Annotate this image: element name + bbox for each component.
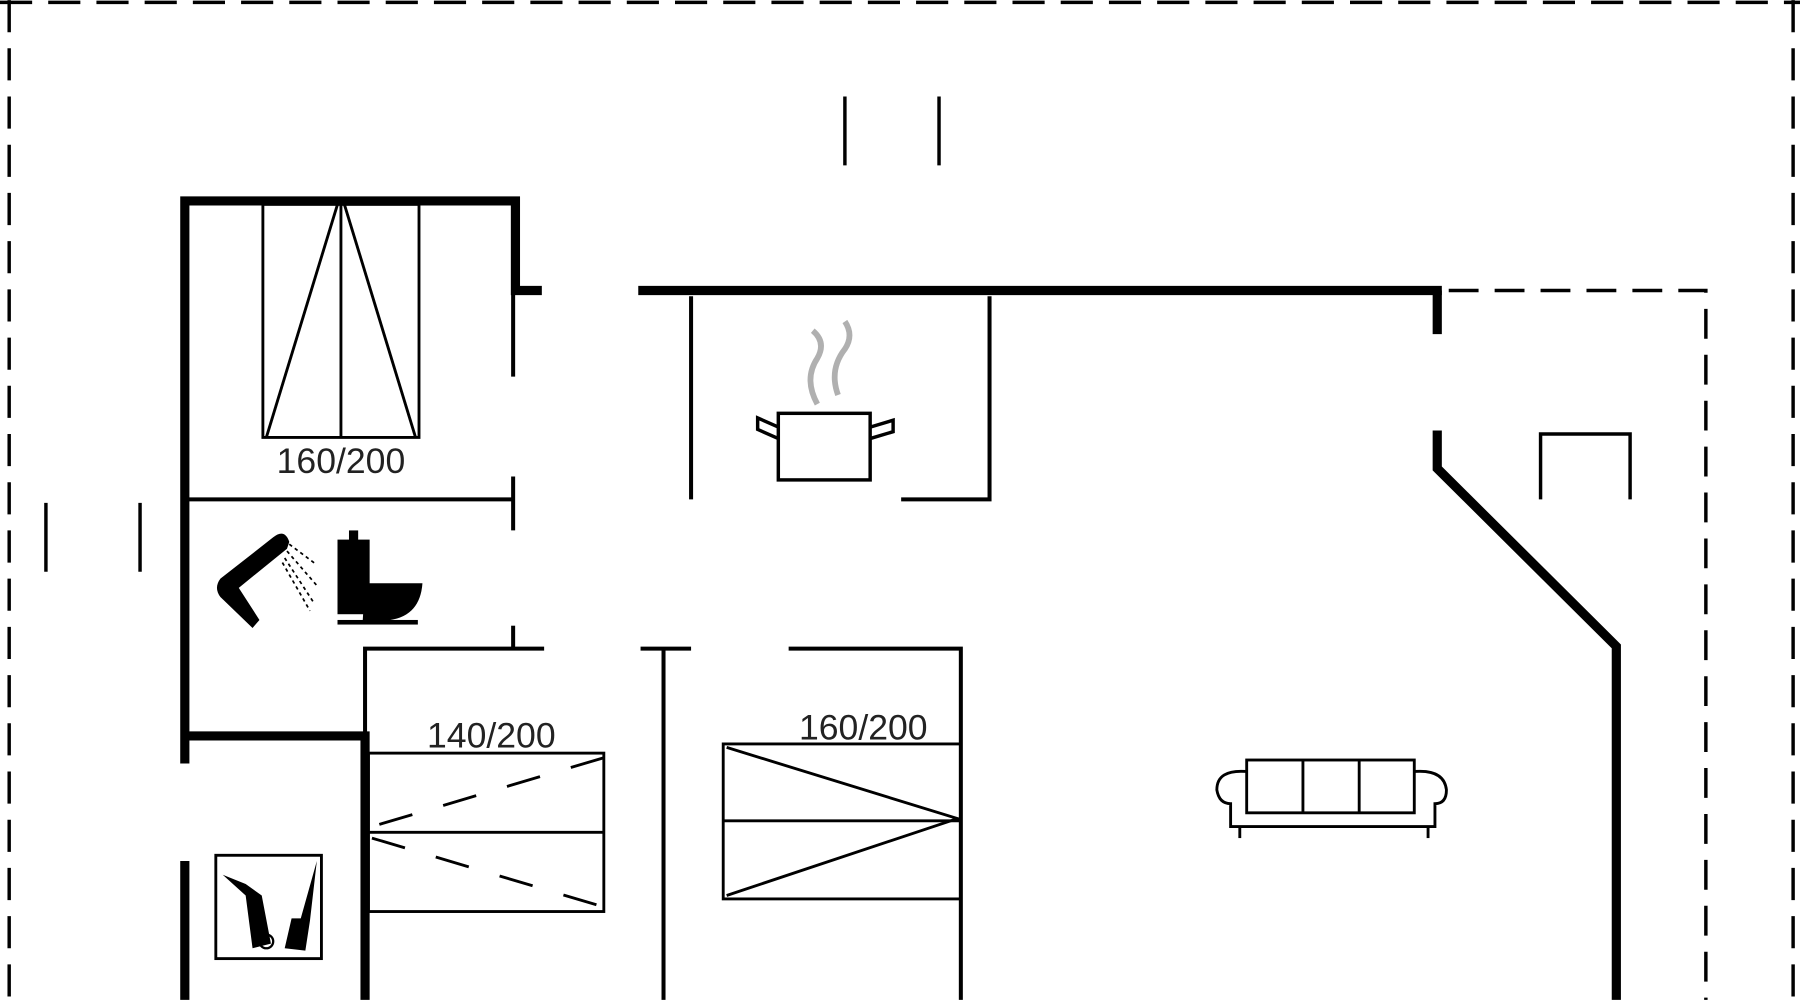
fireplace-icon: [1538, 432, 1632, 500]
bed-size-label: 160/200: [799, 707, 928, 747]
interior-walls: [184, 290, 992, 1000]
cooking-pot-icon: [755, 319, 895, 482]
bed-size-label: 140/200: [427, 715, 556, 755]
toilet-icon: [337, 530, 423, 625]
terrace-outline: [1448, 288, 1708, 1000]
sofa-icon: [1215, 758, 1448, 839]
exterior-walls: [180, 196, 1621, 1000]
utility-icon: [214, 853, 323, 961]
dimension-ticks: [44, 96, 941, 572]
double-bed-icon: [721, 742, 963, 901]
double-bed-icon: [261, 202, 421, 439]
shower-icon: [216, 533, 318, 628]
double-bed-icon: [367, 751, 606, 913]
bed-size-label: 160/200: [277, 441, 406, 481]
